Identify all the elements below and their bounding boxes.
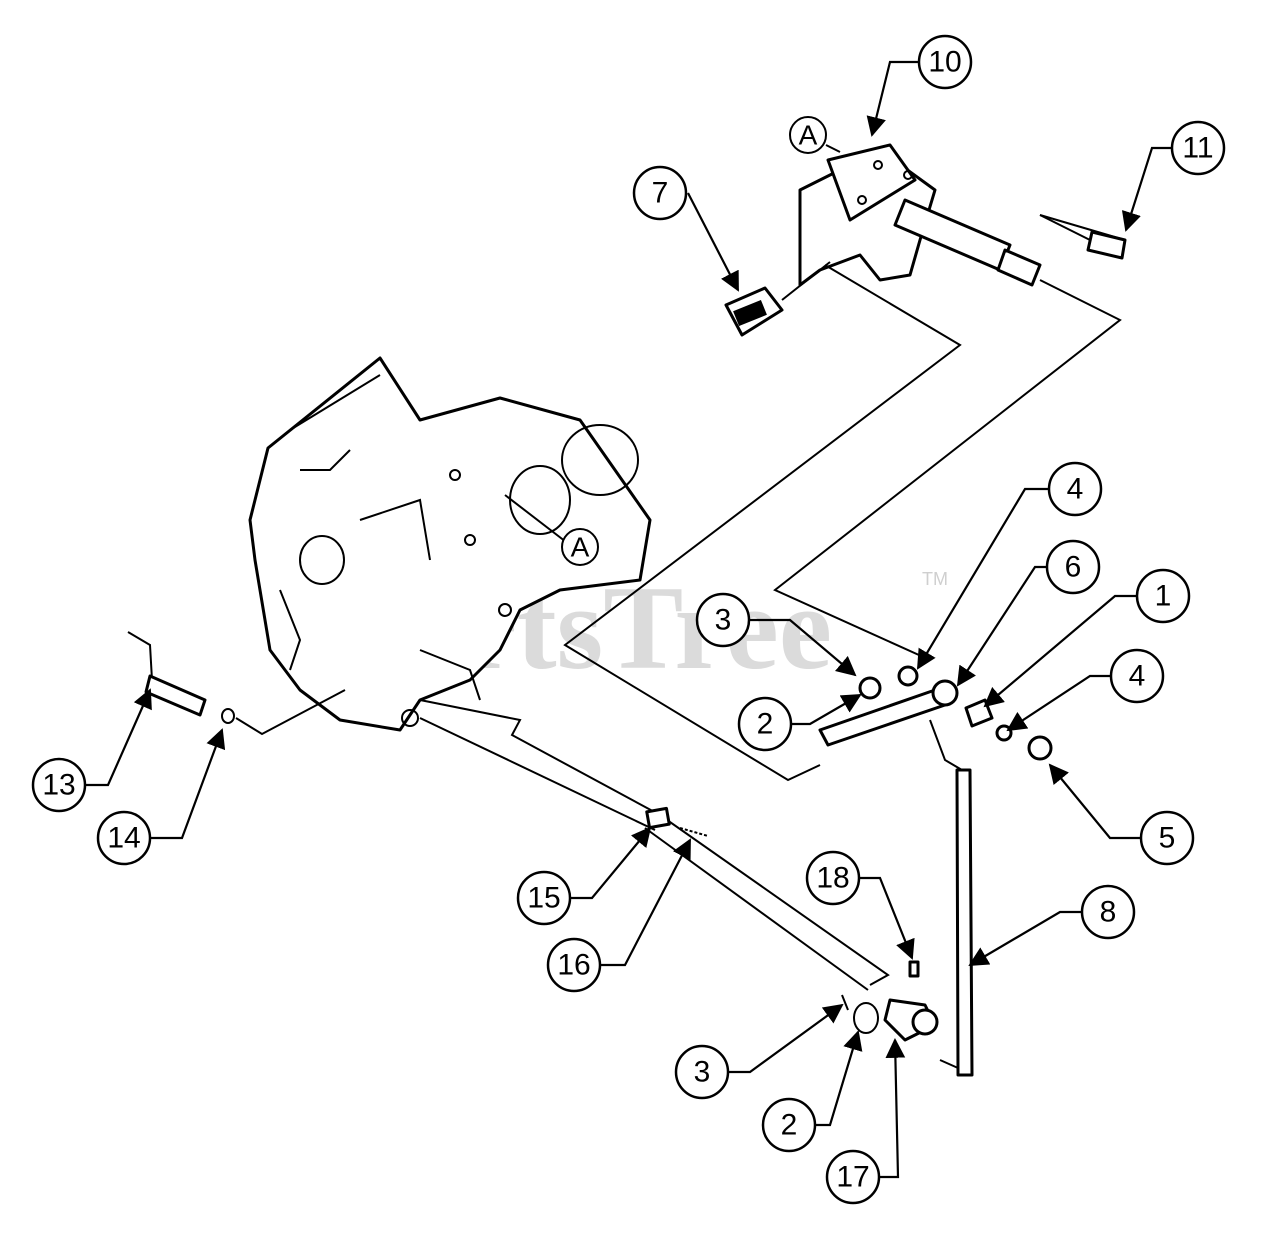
svg-text:10: 10: [928, 46, 961, 79]
callout-8: 8: [1080, 884, 1136, 940]
svg-text:1: 1: [1155, 580, 1172, 613]
svg-text:3: 3: [694, 1056, 711, 1089]
svg-text:6: 6: [1065, 551, 1082, 584]
engine-block: [248, 356, 652, 732]
part-7-block: [724, 286, 784, 337]
ref-letter-a-engine: A: [561, 528, 599, 566]
mounting-bracket: [798, 143, 1042, 287]
callout-10: 10: [917, 34, 973, 90]
callout-3-lower: 3: [674, 1044, 730, 1100]
ref-letter-a-top: A: [789, 116, 841, 154]
svg-text:7: 7: [652, 177, 669, 210]
callout-4-lower: 4: [1109, 648, 1165, 704]
svg-text:16: 16: [557, 949, 590, 982]
svg-text:4: 4: [1067, 473, 1084, 506]
svg-text:8: 8: [1100, 896, 1117, 929]
callout-2-lower: 2: [761, 1097, 817, 1153]
callout-4-upper: 4: [1047, 461, 1103, 517]
svg-text:5: 5: [1159, 822, 1176, 855]
callout-1: 1: [1135, 568, 1191, 624]
part-13-handle: [127, 631, 346, 736]
watermark-tm: TM: [922, 569, 948, 589]
leader-lines: [85, 60, 1172, 1179]
callout-3-upper: 3: [695, 592, 751, 648]
svg-text:4: 4: [1129, 660, 1146, 693]
callout-2-upper: 2: [737, 696, 793, 752]
callout-15: 15: [516, 870, 572, 926]
svg-text:14: 14: [107, 822, 140, 855]
svg-text:15: 15: [527, 882, 560, 915]
part-8-rod: [939, 768, 974, 1077]
callout-13: 13: [31, 757, 87, 813]
svg-text:2: 2: [757, 708, 774, 741]
lever-assembly: [818, 665, 1053, 771]
svg-text:A: A: [799, 120, 818, 151]
svg-text:3: 3: [715, 604, 732, 637]
callout-6: 6: [1045, 539, 1101, 595]
callout-14: 14: [96, 810, 152, 866]
callout-11: 11: [1170, 120, 1226, 176]
svg-text:18: 18: [816, 862, 849, 895]
svg-text:2: 2: [781, 1109, 798, 1142]
part-17-pivot: [841, 960, 939, 1042]
callout-17: 17: [825, 1149, 881, 1205]
svg-text:A: A: [571, 532, 590, 563]
svg-text:17: 17: [836, 1161, 869, 1194]
callout-7: 7: [632, 165, 688, 221]
callout-5: 5: [1139, 810, 1195, 866]
svg-text:11: 11: [1182, 132, 1213, 165]
lower-rod: [419, 699, 890, 991]
svg-text:13: 13: [42, 769, 75, 802]
callout-18: 18: [805, 850, 861, 906]
callout-16: 16: [546, 937, 602, 993]
